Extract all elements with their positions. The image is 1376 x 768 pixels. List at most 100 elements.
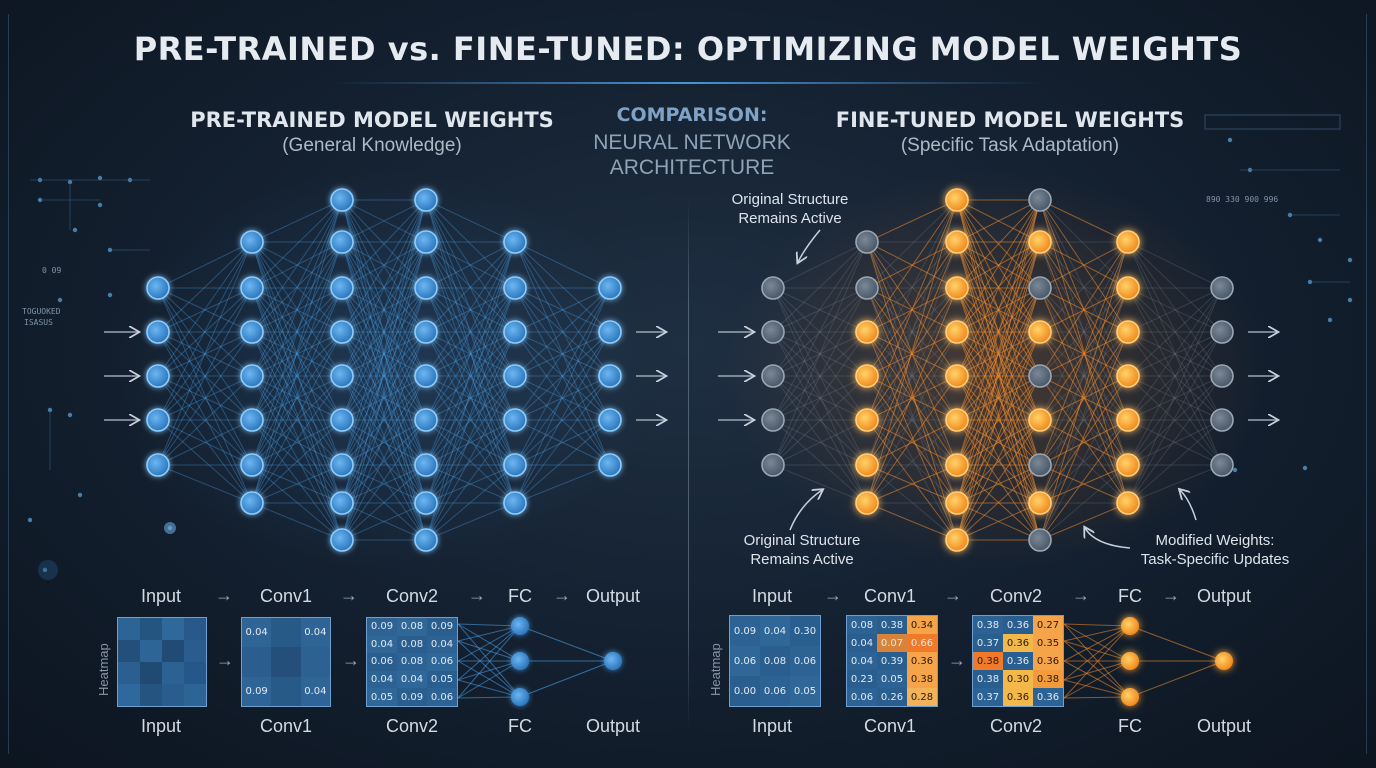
mini-fc-node	[511, 688, 529, 706]
right-flow-arrow-4: →	[1162, 585, 1180, 605]
annot-modified-line1: Modified Weights:	[1155, 532, 1275, 549]
network-node	[945, 188, 969, 212]
right-subheading: (Specific Task Adaptation)	[900, 135, 1120, 156]
heatmap-cell: 0.36	[1003, 688, 1033, 706]
network-edge	[425, 419, 516, 466]
heatmap-cell	[140, 640, 162, 662]
heatmap-cell: 0.06	[730, 646, 760, 676]
network-node	[761, 453, 785, 477]
network-node	[855, 230, 879, 254]
network-edge	[341, 241, 427, 504]
network-edge	[772, 375, 868, 466]
decor-dot	[107, 292, 113, 298]
left-heading: PRE-TRAINED MODEL WEIGHTS	[190, 108, 554, 132]
network-edge	[425, 199, 516, 421]
heatmap-cell: 0.04	[367, 670, 397, 689]
network-node	[855, 320, 879, 344]
network-edge	[251, 331, 343, 421]
right-heatmap-axis: Heatmap	[708, 643, 723, 696]
network-edge	[425, 375, 516, 466]
annot-original-bottom: Original Structure Remains Active	[712, 531, 892, 569]
network-edge	[341, 464, 427, 504]
network-edge	[1039, 287, 1129, 377]
network-edge	[956, 241, 1041, 466]
network-node	[503, 491, 527, 515]
network-edge	[1127, 241, 1223, 289]
heatmap-cell	[184, 618, 206, 640]
network-edge	[1127, 331, 1223, 466]
network-node	[330, 408, 354, 432]
annot-bottom-pointer	[789, 490, 822, 531]
network-edge	[425, 502, 516, 541]
network-edge	[157, 287, 253, 421]
network-edge	[1039, 419, 1129, 504]
mini-edge	[457, 625, 521, 642]
network-node	[240, 408, 264, 432]
network-edge	[251, 199, 343, 421]
network-node	[945, 230, 969, 254]
network-node	[414, 320, 438, 344]
heatmap-cell	[184, 662, 206, 684]
network-edge	[514, 375, 611, 466]
network-edge	[425, 287, 516, 466]
network-edge	[157, 331, 253, 466]
network-edge	[1039, 199, 1129, 289]
network-edge	[341, 331, 427, 541]
network-edge	[772, 419, 868, 504]
network-edge	[341, 331, 427, 504]
network-edge	[772, 331, 868, 421]
network-node	[240, 491, 264, 515]
mini-fc-node	[1121, 617, 1139, 635]
decor-dot	[67, 412, 73, 418]
network-edge	[425, 375, 516, 541]
network-edge	[251, 375, 343, 466]
network-node	[240, 276, 264, 300]
right-flow-arrow-1: →	[824, 585, 842, 605]
heatmap-cell	[140, 684, 162, 706]
decor-dot	[77, 492, 83, 498]
network-edge	[514, 464, 611, 504]
network-edge	[1039, 464, 1129, 504]
network-node	[330, 320, 354, 344]
network-edge	[341, 375, 427, 421]
network-node	[503, 230, 527, 254]
network-edge	[866, 241, 958, 504]
network-edge	[956, 199, 1041, 421]
annot-modified-pointer-1	[1085, 528, 1131, 549]
right-mini-label-output: Output	[1196, 716, 1252, 736]
network-edge	[341, 375, 427, 504]
mini-edge	[1063, 679, 1131, 698]
network-edge	[251, 287, 343, 504]
network-edge	[341, 419, 427, 541]
network-edge	[425, 241, 516, 504]
network-edge	[341, 241, 427, 377]
network-edge	[514, 241, 611, 421]
network-edge	[956, 287, 1041, 504]
network-edge	[251, 331, 343, 377]
network-edge	[341, 287, 427, 421]
heatmap-cell	[184, 640, 206, 662]
network-edge	[1127, 419, 1223, 466]
network-edge	[251, 375, 343, 504]
heatmap-cell: 0.36	[1003, 634, 1033, 652]
network-edge	[514, 375, 611, 421]
left-network-edges	[157, 199, 611, 541]
network-edge	[772, 287, 868, 377]
network-node	[1028, 188, 1052, 212]
network-node	[1116, 408, 1140, 432]
network-edge	[1039, 331, 1129, 504]
network-edge	[956, 375, 1041, 466]
left-network-nodes	[146, 188, 622, 552]
network-edge	[425, 241, 516, 421]
network-node	[598, 320, 622, 344]
network-edge	[251, 199, 343, 504]
network-edge	[1039, 241, 1129, 504]
network-edge	[1127, 241, 1223, 377]
frame-right	[1364, 14, 1367, 754]
network-edge	[251, 241, 343, 377]
network-edge	[341, 287, 427, 466]
network-edge	[341, 241, 427, 541]
comparison-subtitle: NEURAL NETWORK ARCHITECTURE	[552, 130, 832, 180]
